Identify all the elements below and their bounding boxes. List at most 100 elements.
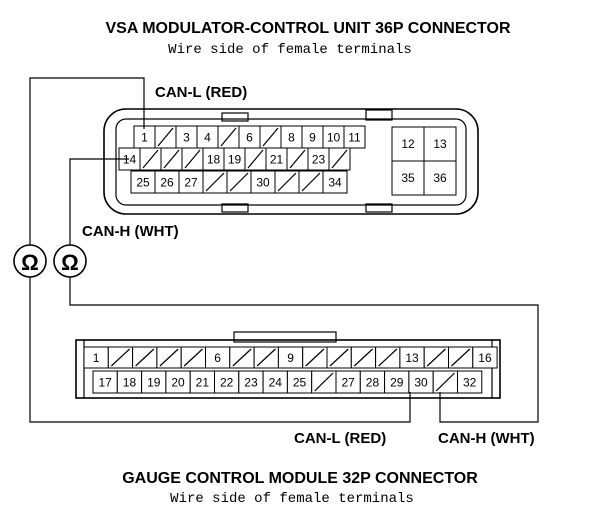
unused-pin-slash	[232, 348, 252, 367]
top-row2-cell: 23	[307, 147, 330, 171]
bottom-connector-subtitle: Wire side of female terminals	[170, 491, 414, 507]
unused-pin-slash	[110, 348, 131, 367]
unused-pin-slash	[247, 149, 264, 169]
pin-number: 25	[136, 176, 150, 190]
unused-pin-slash	[435, 372, 455, 392]
unused-pin-slash	[314, 372, 334, 392]
pin-number: 1	[141, 131, 148, 145]
top-row2-cell: 18	[202, 147, 225, 171]
pin-number: 4	[204, 131, 211, 145]
top-connector-housing	[103, 108, 479, 215]
test-leads	[29, 77, 539, 423]
bottom-row1-cell	[180, 346, 206, 369]
bottom-row1-cell	[107, 346, 134, 369]
unused-pin-slash	[205, 172, 225, 192]
bottom-row2-cell	[432, 370, 459, 394]
top-row1-cell: 4	[196, 125, 219, 149]
bottom-row1-cell	[132, 346, 158, 369]
bottom-row1-cell	[253, 346, 279, 369]
bottom-row1-cell	[423, 346, 450, 369]
pin-number: 18	[207, 153, 221, 167]
top-row2-cell	[328, 147, 351, 171]
bottom-row1-cell: 9	[277, 346, 304, 369]
pin-number: 17	[98, 376, 112, 390]
bottom-row2-cell: 23	[238, 370, 264, 394]
pin-number: 29	[390, 376, 404, 390]
bottom-can-h-label: CAN-H (WHT)	[438, 430, 535, 447]
unused-pin-slash	[378, 348, 398, 367]
pin-number: 32	[463, 376, 477, 390]
top-can-h-label: CAN-H (WHT)	[82, 223, 179, 240]
pin-number: 35	[401, 171, 415, 185]
ohmmeter-right: Ω	[53, 244, 87, 278]
pin-number: 9	[309, 131, 316, 145]
bottom-row1-cell	[448, 346, 474, 369]
bottom-row2-cell	[311, 370, 337, 394]
bottom-row1-cell	[229, 346, 255, 369]
top-row3-cell: 27	[178, 170, 204, 194]
top-row3-cell: 34	[322, 170, 348, 194]
pin-number: 14	[123, 153, 137, 167]
top-right-block-cell: 35	[391, 160, 425, 196]
top-right-block-cell: 12	[391, 126, 425, 162]
pin-number: 19	[147, 376, 161, 390]
top-connector-subtitle: Wire side of female terminals	[168, 42, 412, 58]
bottom-row2-cell: 25	[286, 370, 313, 394]
bottom-row1-cell	[326, 346, 352, 369]
bottom-row1-cell: 1	[83, 346, 109, 369]
bottom-can-l-label: CAN-L (RED)	[294, 430, 386, 447]
top-row3-cell	[274, 170, 300, 194]
top-connector-title: VSA MODULATOR-CONTROL UNIT 36P CONNECTOR	[105, 20, 511, 37]
pin-number: 24	[269, 376, 283, 390]
bottom-row2-cell: 28	[359, 370, 386, 394]
pin-number: 20	[171, 376, 185, 390]
unused-pin-slash	[277, 172, 297, 192]
pin-number: 16	[478, 351, 492, 365]
bottom-row2-cell: 24	[262, 370, 288, 394]
bottom-row2-cell: 22	[214, 370, 240, 394]
pin-number: 22	[220, 376, 234, 390]
pin-number: 34	[328, 176, 342, 190]
pin-number: 19	[228, 153, 242, 167]
top-row2-cell	[181, 147, 204, 171]
top-row2-cell	[244, 147, 267, 171]
bottom-row2-cell: 19	[141, 370, 167, 394]
top-row2-cell	[160, 147, 183, 171]
pin-number: 23	[312, 153, 326, 167]
top-row3-cell	[226, 170, 252, 194]
unused-pin-slash	[142, 149, 159, 169]
unused-pin-slash	[262, 127, 279, 147]
pin-number: 13	[433, 137, 447, 151]
top-row3-cell: 26	[154, 170, 180, 194]
top-row1-cell: 8	[280, 125, 303, 149]
unused-pin-slash	[331, 149, 348, 169]
unused-pin-slash	[229, 172, 249, 192]
unused-pin-slash	[183, 348, 203, 367]
bottom-row1-cell: 16	[472, 346, 498, 369]
top-row1-cell	[259, 125, 282, 149]
unused-pin-slash	[301, 172, 321, 192]
bottom-row2-cell: 27	[335, 370, 361, 394]
top-row1-cell: 9	[301, 125, 324, 149]
bottom-connector-title: GAUGE CONTROL MODULE 32P CONNECTOR	[122, 470, 478, 487]
unused-pin-slash	[135, 348, 155, 367]
pin-number: 23	[244, 376, 258, 390]
top-row2-cell	[139, 147, 162, 171]
pin-number: 25	[293, 376, 307, 390]
bottom-row1-cell	[350, 346, 377, 369]
pin-number: 13	[405, 351, 419, 365]
bottom-row2-cell: 20	[165, 370, 191, 394]
top-row2-cell	[286, 147, 309, 171]
top-row2-cell: 21	[265, 147, 288, 171]
pin-number: 6	[246, 131, 253, 145]
pin-number: 27	[184, 176, 198, 190]
pin-number: 21	[270, 153, 284, 167]
pin-number: 9	[287, 351, 294, 365]
pin-number: 27	[341, 376, 355, 390]
bottom-row2-cell: 17	[92, 370, 118, 394]
top-row1-cell	[217, 125, 240, 149]
top-row3-cell: 30	[250, 170, 276, 194]
ohm-symbol-left: Ω	[21, 250, 39, 275]
